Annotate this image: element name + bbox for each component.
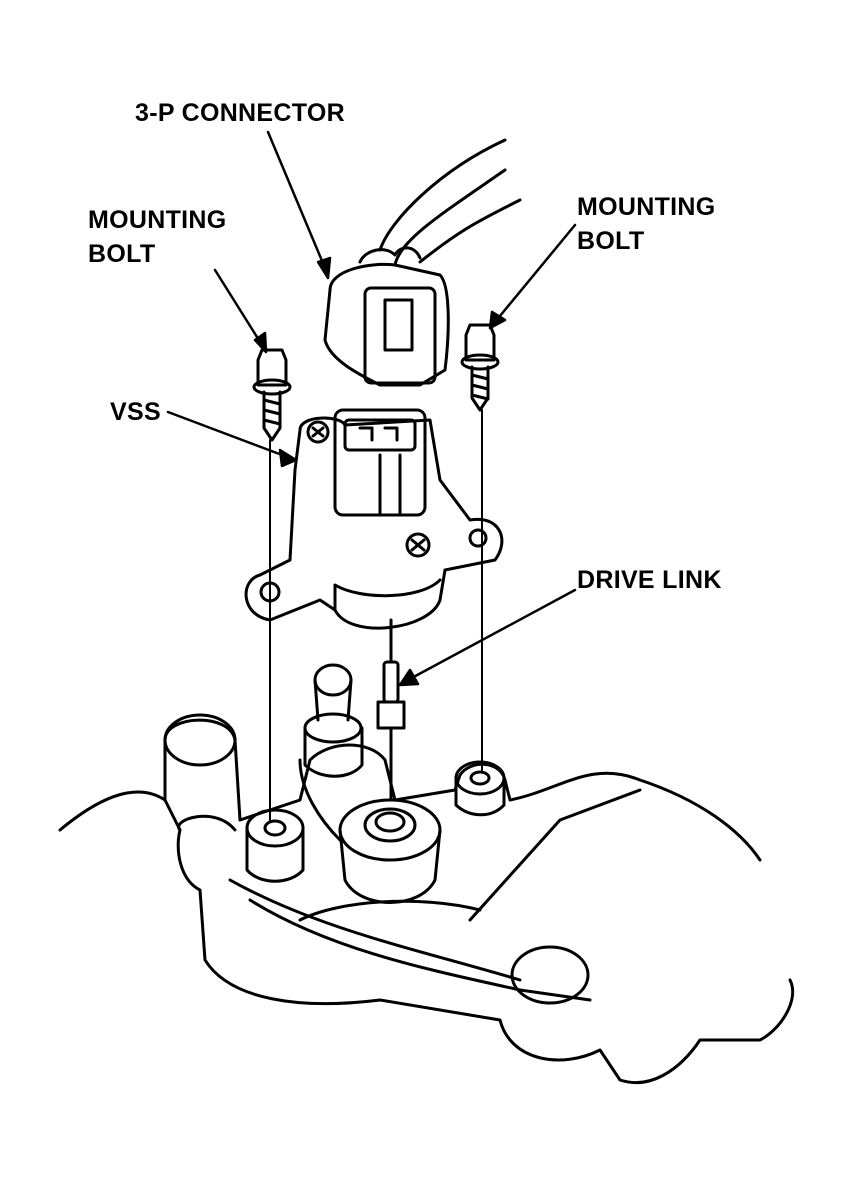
label-drive-link: DRIVE LINK bbox=[577, 566, 722, 594]
leader-lines bbox=[166, 130, 577, 687]
mounting-boss-right bbox=[454, 760, 506, 817]
3p-connector bbox=[323, 138, 522, 387]
drive-gear-housing bbox=[338, 798, 442, 904]
vss-sensor bbox=[244, 408, 504, 630]
label-mounting-bolt-left-line1: MOUNTING bbox=[88, 206, 227, 234]
label-mounting-bolt-right-line1: MOUNTING bbox=[577, 193, 716, 221]
transmission-housing bbox=[58, 713, 795, 1085]
label-3p-connector: 3-P CONNECTOR bbox=[135, 99, 345, 127]
mounting-bolt-left bbox=[252, 348, 292, 442]
mounting-bolt-right bbox=[460, 323, 500, 412]
mounting-boss-left bbox=[245, 808, 305, 883]
label-mounting-bolt-left-line2: BOLT bbox=[88, 240, 156, 268]
label-mounting-bolt-right-line2: BOLT bbox=[577, 227, 645, 255]
shift-shaft bbox=[303, 663, 364, 778]
drive-link bbox=[376, 618, 406, 802]
label-vss: VSS bbox=[110, 398, 161, 426]
